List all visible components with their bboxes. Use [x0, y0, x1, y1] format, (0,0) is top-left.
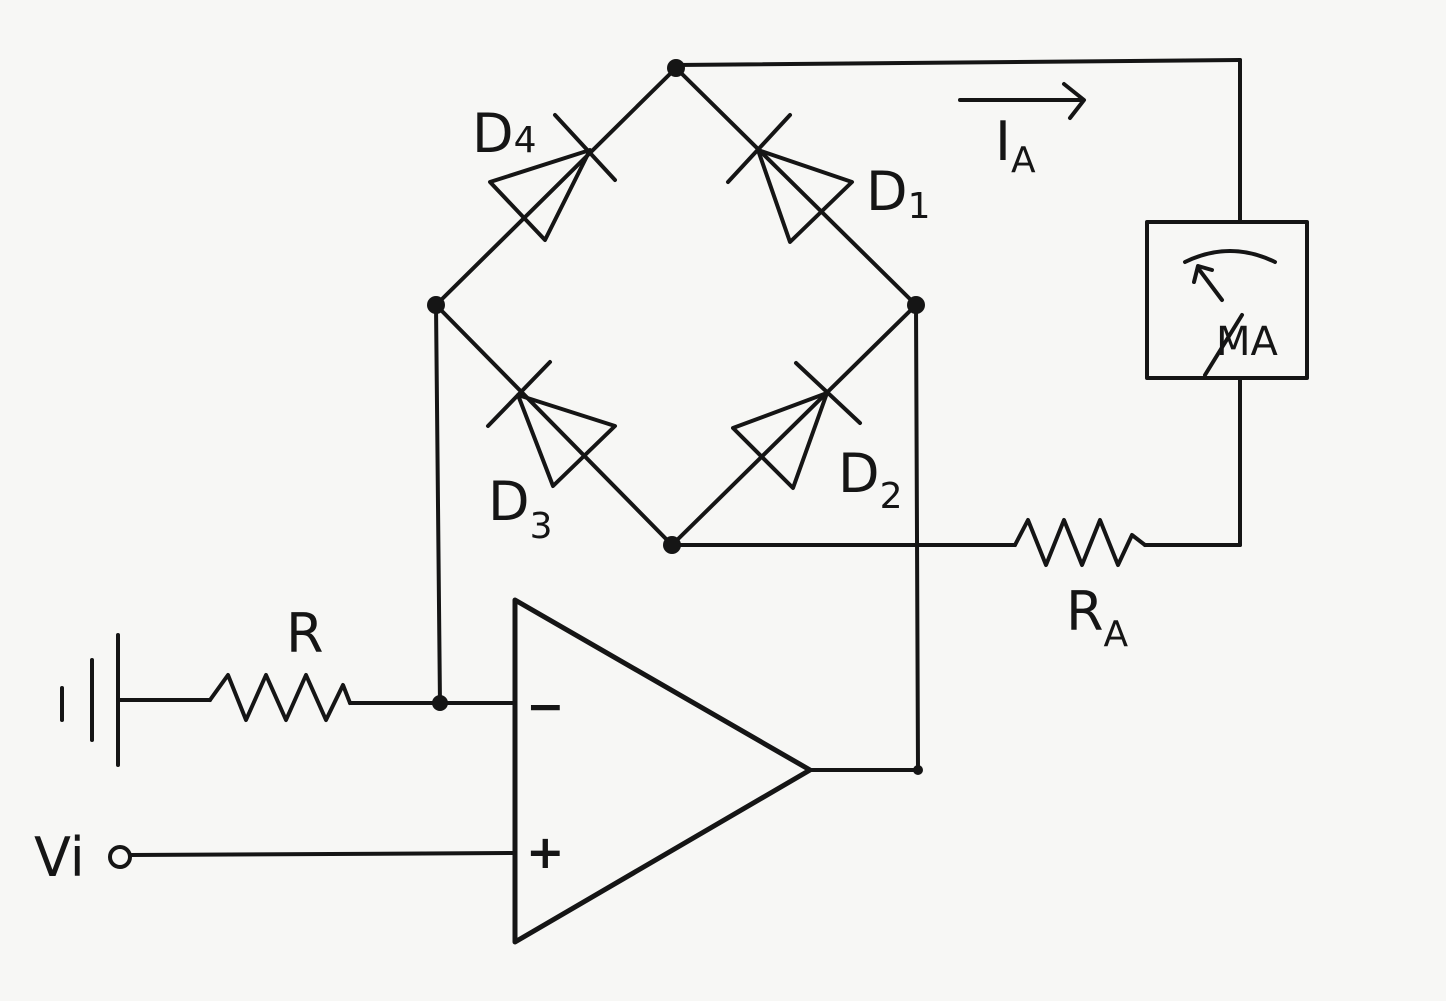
label-d4: D4: [472, 102, 537, 165]
diode-d3: [486, 360, 617, 488]
label-d1: D1: [866, 160, 931, 227]
diode-d4: [488, 113, 617, 242]
label-d2: D2: [838, 442, 903, 517]
label-ra: RA: [1066, 580, 1129, 655]
ground-symbol: [60, 633, 120, 767]
diode-bridge: [434, 66, 918, 547]
label-r: R: [286, 602, 324, 665]
meter-branch: [670, 58, 1242, 547]
ammeter-box: [1145, 220, 1309, 380]
junction-dots: [427, 59, 925, 775]
resistor-ra: [1013, 518, 1147, 567]
feedback-wires: [348, 303, 920, 772]
op-amp-plus-sign: +: [526, 825, 565, 879]
bridge-wire-top-left: [434, 66, 678, 307]
label-meter: MA: [1216, 319, 1279, 365]
resistor-r: [208, 673, 352, 722]
input-terminal: [108, 845, 517, 869]
ammeter-scale-arc: [1183, 249, 1277, 264]
diode-d1: [726, 113, 854, 244]
bridge-wire-bottom-right: [670, 303, 918, 547]
label-d3: D3: [488, 470, 553, 547]
ammeter-needle: [1203, 313, 1244, 377]
op-amp-minus-sign: −: [526, 679, 565, 733]
diode-d2: [731, 361, 862, 490]
ammeter: [1145, 220, 1309, 380]
bridge-wire-top-right: [674, 66, 918, 307]
current-arrow: [958, 82, 1086, 120]
op-amp-triangle: [512, 597, 813, 945]
bridge-wire-bottom-left: [434, 303, 674, 547]
label-vi: Vi: [34, 826, 85, 889]
label-ia: IA: [995, 110, 1036, 181]
op-amp: − +: [512, 597, 813, 945]
